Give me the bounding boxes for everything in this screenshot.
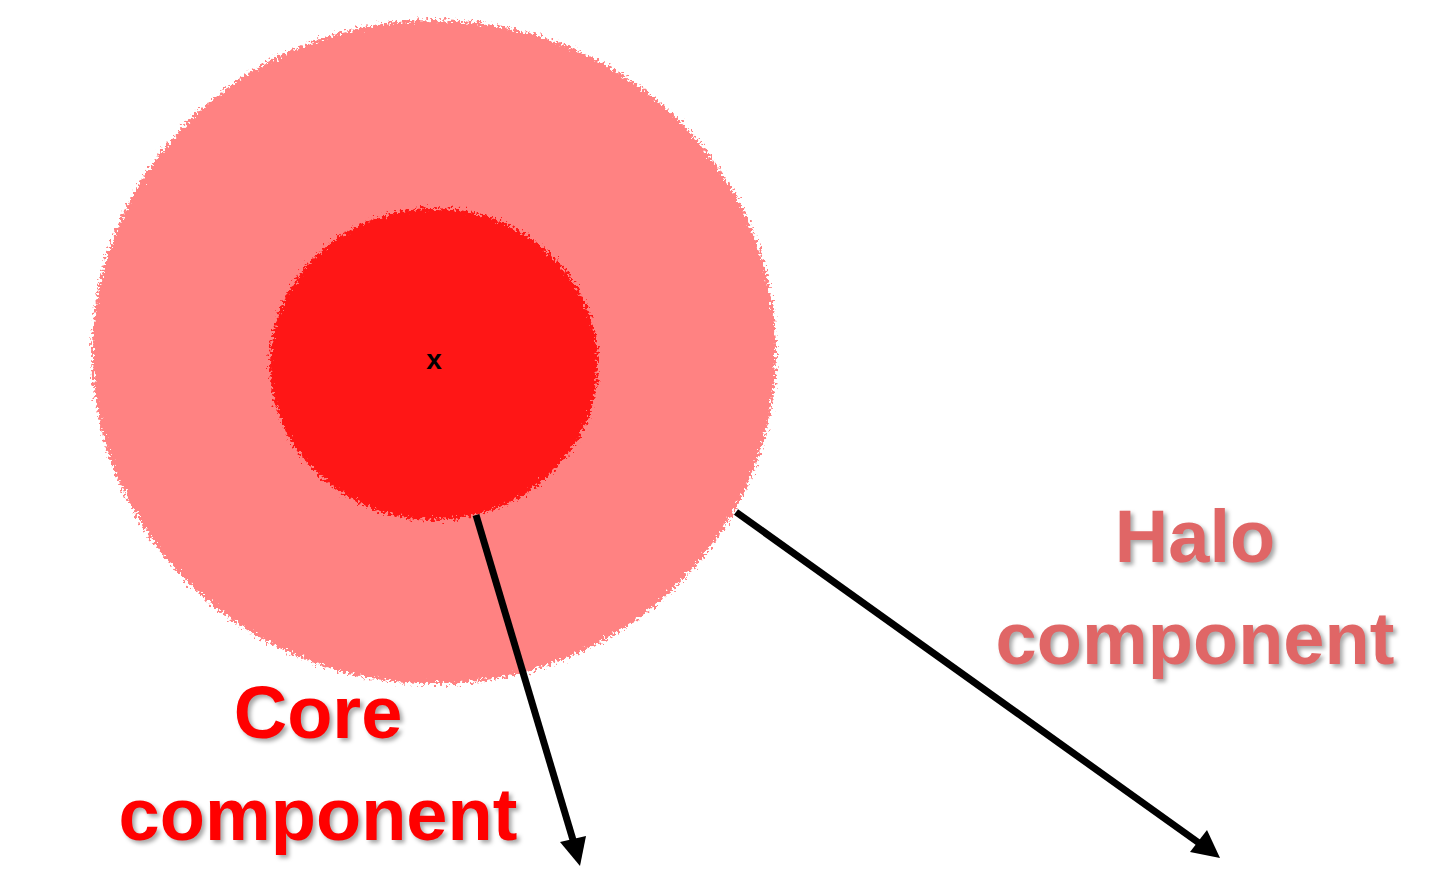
core-distribution (270, 208, 598, 520)
arrow-head (1190, 830, 1220, 858)
halo-label: Halo component (960, 486, 1430, 690)
core-label: Core component (98, 662, 538, 866)
arrow-head (560, 836, 586, 866)
halo-distribution (92, 20, 776, 684)
center-mark: x (414, 346, 454, 374)
